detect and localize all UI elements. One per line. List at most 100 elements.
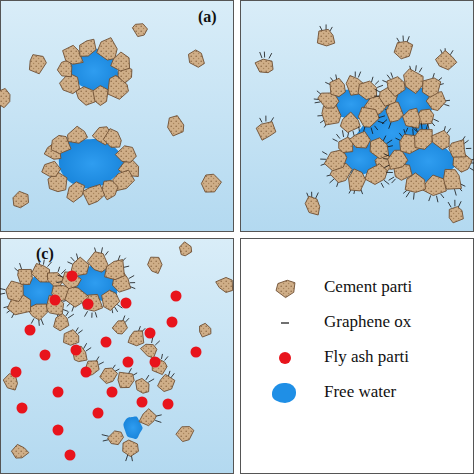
graphene-oxide-sheet xyxy=(412,129,414,136)
cement-particle xyxy=(67,182,85,202)
graphene-oxide-sheet xyxy=(71,257,75,261)
cement-particle xyxy=(87,252,109,272)
cement-particle xyxy=(179,242,191,256)
cement-particle xyxy=(139,409,156,426)
cement-particle xyxy=(31,263,49,282)
cement-particle xyxy=(415,130,433,150)
graphene-oxide-sheet xyxy=(124,266,129,267)
cement-particle xyxy=(11,444,28,458)
cement-particle xyxy=(93,86,108,106)
cement-particle xyxy=(200,323,211,337)
cement-particle xyxy=(18,269,33,284)
fly-ash-particle xyxy=(53,425,64,436)
legend-swatch xyxy=(272,383,296,403)
graphene-oxide-sheet xyxy=(358,126,360,131)
cement-particle xyxy=(365,164,388,185)
fly-ash-particle xyxy=(65,450,76,461)
cement-particle xyxy=(340,112,360,132)
graphene-oxide-sheet xyxy=(342,130,343,137)
graphene-oxide-sheet xyxy=(381,183,384,188)
graphene-oxide-sheet xyxy=(454,200,455,207)
graphene-oxide-sheet xyxy=(76,327,79,331)
cement-particle xyxy=(68,126,88,143)
cement-particle xyxy=(118,372,134,387)
cement-particle xyxy=(255,59,273,72)
graphene-oxide-sheet xyxy=(165,356,168,360)
graphene-oxide-sheet xyxy=(374,96,380,97)
graphene-oxide-sheet xyxy=(0,288,5,289)
cement-particle xyxy=(158,374,175,391)
fly-ash-particle xyxy=(81,367,92,378)
graphene-oxide-sheet xyxy=(386,172,393,173)
panel-content xyxy=(0,24,221,208)
cement-particle xyxy=(46,295,64,315)
panel-frame xyxy=(1,239,234,474)
fly-ash-particle xyxy=(171,291,182,302)
graphene-oxide-sheet xyxy=(130,282,135,283)
graphene-oxide-sheet xyxy=(146,375,149,380)
fly-ash-particle xyxy=(191,347,202,358)
graphene-oxide-sheet xyxy=(444,104,449,106)
cement-particle xyxy=(80,39,96,56)
cement-particle xyxy=(82,184,104,204)
graphene-oxide-sheet xyxy=(355,72,356,77)
fly-ash-particle xyxy=(67,271,78,282)
cement-particle xyxy=(105,260,125,280)
panel-content xyxy=(0,242,233,461)
panel-label: (a) xyxy=(198,8,217,26)
graphene-oxide-sheet xyxy=(155,341,160,345)
graphene-oxide-sheet xyxy=(384,154,390,157)
graphene-oxide-sheet xyxy=(379,116,385,118)
cement-particle xyxy=(443,169,461,189)
fly-ash-particle xyxy=(17,403,28,414)
fly-ash-particle xyxy=(163,399,174,410)
fly-ash-particle xyxy=(107,387,118,398)
graphene-oxide-sheet xyxy=(383,136,386,141)
graphene-oxide-sheet xyxy=(15,268,19,271)
graphene-oxide-sheet xyxy=(260,52,262,58)
graphene-oxide-sheet xyxy=(264,52,265,58)
graphene-oxide-sheet xyxy=(48,262,52,267)
cement-particle xyxy=(388,150,408,169)
cement-particle xyxy=(358,81,377,99)
graphene-oxide-sheet xyxy=(412,127,417,132)
graphene-oxide-sheet xyxy=(91,313,92,318)
graphene-oxide-sheet xyxy=(58,267,60,272)
graphene-oxide-sheet xyxy=(66,312,69,316)
cement-particle xyxy=(404,69,423,94)
cement-particle xyxy=(436,51,457,70)
graphene-oxide-sheet xyxy=(406,128,408,133)
graphene-oxide-sheet xyxy=(336,134,339,138)
graphene-oxide-sheet xyxy=(105,251,108,255)
graphene-oxide-sheet xyxy=(384,165,389,168)
cement-particle xyxy=(103,129,121,148)
graphene-oxide-sheet xyxy=(399,133,402,137)
cement-particle xyxy=(102,180,118,199)
cement-particle xyxy=(168,116,184,136)
panel-frame xyxy=(1,1,234,232)
graphene-oxide-sheet xyxy=(413,193,415,200)
fly-ash-particle xyxy=(137,397,148,408)
cement-particle xyxy=(0,88,10,107)
graphene-oxide-sheet xyxy=(450,50,453,54)
graphene-oxide-sheet xyxy=(128,368,131,373)
cement-particle xyxy=(432,130,449,149)
fly-ash-particle xyxy=(93,408,104,419)
cement-particle xyxy=(97,38,117,60)
graphene-oxide-sheet xyxy=(322,152,327,155)
cement-particle xyxy=(394,42,413,59)
graphene-oxide-sheet xyxy=(454,189,456,195)
cement-particle xyxy=(256,122,276,141)
graphene-oxide-sheet xyxy=(469,168,473,171)
fly-ash-particle xyxy=(50,295,61,306)
cement-particle xyxy=(188,50,204,67)
graphene-oxide-sheet xyxy=(458,201,461,207)
graphene-oxide-sheet xyxy=(426,124,428,130)
cement-particle xyxy=(349,131,370,148)
cement-particle xyxy=(128,331,144,346)
fly-ash-particle xyxy=(101,337,112,348)
cement-particle xyxy=(449,207,463,223)
graphene-oxide-sheet xyxy=(103,440,109,441)
cement-particle xyxy=(132,24,147,37)
